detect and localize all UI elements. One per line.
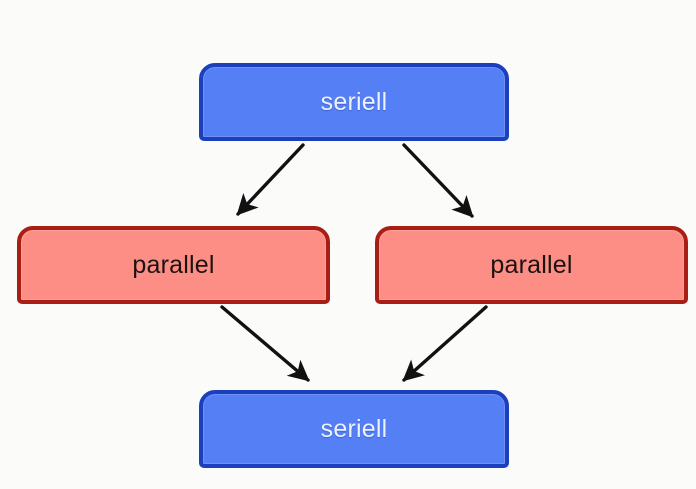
edge-seriell-top-to-parallel-right <box>402 143 474 218</box>
node-seriell-bottom[interactable]: seriell <box>199 390 509 468</box>
node-label: parallel <box>490 250 573 279</box>
node-parallel-left[interactable]: parallel <box>17 226 330 304</box>
node-parallel-right[interactable]: parallel <box>375 226 688 304</box>
edge-parallel-left-to-seriell-bottom <box>220 305 310 382</box>
edge-parallel-right-to-seriell-bottom <box>402 305 488 382</box>
node-label: parallel <box>132 250 215 279</box>
node-label: seriell <box>320 414 388 443</box>
node-seriell-top[interactable]: seriell <box>199 63 509 141</box>
edge-seriell-top-to-parallel-left <box>236 143 305 216</box>
node-label: seriell <box>320 87 388 116</box>
